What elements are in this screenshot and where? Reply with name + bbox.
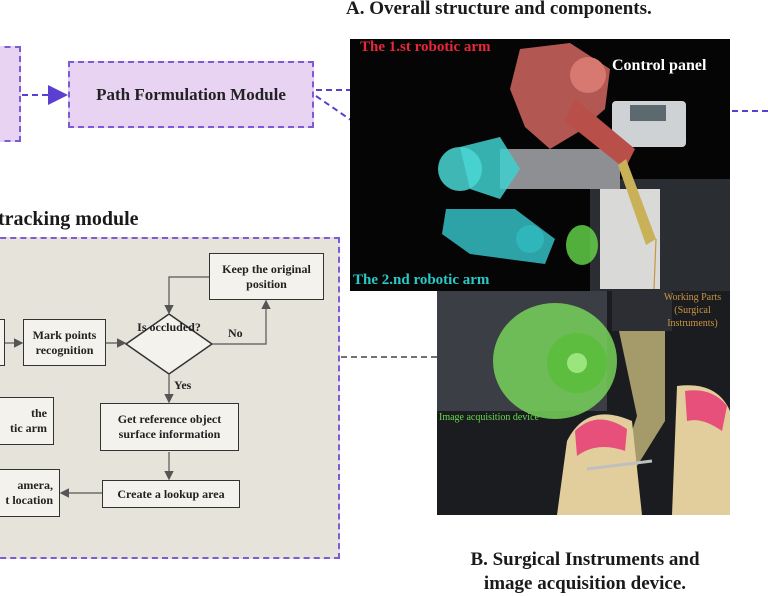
label-arm-2: The 2.nd robotic arm	[353, 272, 490, 288]
label-control-panel: Control panel	[612, 57, 707, 74]
flow-yes-label: Yes	[174, 378, 192, 392]
module-stub-left	[0, 46, 21, 142]
flow-keep-original: Keep the original position	[209, 253, 324, 300]
flow-partial-box-top	[0, 319, 5, 366]
flow-partial-camera: amera, t location	[0, 469, 60, 517]
caption-surgical-instruments: B. Surgical Instruments and image acquis…	[470, 549, 700, 594]
photo-overall-structure: The 1.st robotic arm Control panel The 2…	[350, 39, 730, 291]
tracking-module-title: tracking module	[0, 208, 139, 230]
flow-partial-robotic-arm: the tic arm	[0, 397, 54, 445]
label-working-parts: Working Parts (Surgical Instruments)	[663, 292, 722, 329]
flow-decision-label: Is occluded?	[137, 320, 201, 334]
flow-create-lookup: Create a lookup area	[102, 480, 240, 508]
robot-scene-illustration	[350, 39, 730, 291]
photo-surgical-instruments: Working Parts (Surgical Instruments) Ima…	[437, 291, 730, 515]
path-formulation-label: Path Formulation Module	[96, 84, 286, 104]
flow-mark-points: Mark points recognition	[23, 319, 106, 366]
title-overall-structure: A. Overall structure and components.	[346, 0, 652, 19]
label-arm-1: The 1.st robotic arm	[360, 39, 491, 55]
flow-get-reference: Get reference object surface information	[100, 403, 239, 451]
arrow-module-to-arm2	[315, 95, 448, 187]
flow-no-label: No	[228, 326, 243, 340]
label-image-device: Image acquisition device	[439, 412, 539, 423]
path-formulation-module: Path Formulation Module	[68, 61, 314, 128]
flowchart-lines	[5, 276, 271, 498]
instrument-scene-illustration	[437, 291, 730, 515]
